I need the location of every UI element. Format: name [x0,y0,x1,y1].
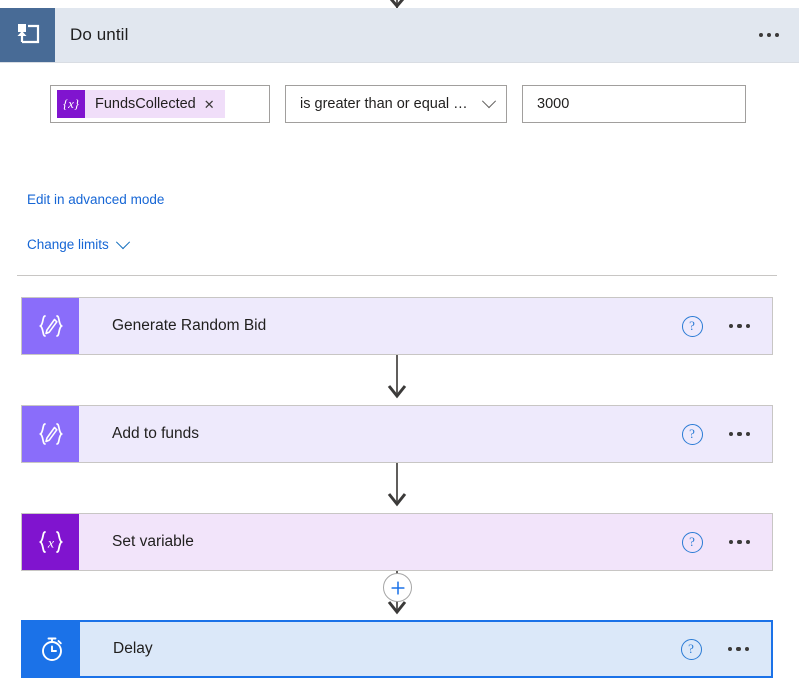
condition-left-operand-field[interactable]: {x} FundsCollected ✕ [50,85,270,123]
help-icon[interactable]: ? [680,638,702,660]
header-ellipsis-icon[interactable] [739,8,799,62]
insert-action-button[interactable] [383,573,412,602]
action-ellipsis-icon[interactable] [728,431,750,437]
action-title: Generate Random Bid [112,317,267,334]
variable-token-label: FundsCollected [95,96,196,112]
chevron-down-icon [115,234,130,249]
set-variable-braces-x-icon: x [22,514,79,570]
condition-operator-dropdown[interactable]: is greater than or equal … [285,85,507,123]
condition-operator-value: is greater than or equal … [300,96,468,112]
connector-arrow-3 [386,597,408,619]
svg-text:x: x [46,537,54,552]
action-card-set-variable[interactable]: x Set variable ? [21,513,773,571]
stopwatch-icon [23,622,80,676]
edit-advanced-mode-label: Edit in advanced mode [27,192,165,207]
remove-token-icon[interactable]: ✕ [203,96,215,112]
action-controls: ? [680,622,772,676]
connector-line-1 [396,355,398,395]
action-title: Delay [113,640,153,657]
chevron-down-icon [481,94,497,109]
do-until-loop-icon [0,8,55,62]
section-divider [17,275,777,276]
help-icon[interactable]: ? [681,423,703,445]
condition-row: {x} FundsCollected ✕ is greater than or … [0,63,799,123]
scope-body: {x} FundsCollected ✕ is greater than or … [0,63,799,678]
action-controls: ? [681,514,773,570]
incoming-connector-arrow [390,0,404,8]
connector-arrow-2 [386,489,408,511]
action-controls: ? [681,298,773,354]
compose-braces-pencil-icon [22,406,79,462]
action-card-delay[interactable]: Delay ? [21,620,773,678]
action-card-generate-random-bid[interactable]: Generate Random Bid ? [21,297,773,355]
edit-advanced-mode-link[interactable]: Edit in advanced mode [27,192,164,207]
compose-braces-pencil-icon [22,298,79,354]
action-controls: ? [681,406,773,462]
change-limits-label: Change limits [27,237,109,252]
action-card-add-to-funds[interactable]: Add to funds ? [21,405,773,463]
variable-token-chip-icon: {x} [57,90,85,118]
help-icon[interactable]: ? [681,315,703,337]
change-limits-link[interactable]: Change limits [27,234,130,252]
action-ellipsis-icon[interactable] [728,323,750,329]
variable-token[interactable]: {x} FundsCollected ✕ [57,90,225,118]
scope-header[interactable]: Do until [0,8,799,63]
action-title: Set variable [112,533,194,550]
help-icon[interactable]: ? [681,531,703,553]
action-title: Add to funds [112,425,200,442]
connector-line-2 [396,463,398,503]
connector-arrow-1 [386,381,408,403]
action-ellipsis-icon[interactable] [728,539,750,545]
condition-value-input[interactable]: 3000 [522,85,746,123]
action-ellipsis-icon[interactable] [727,646,749,652]
do-until-scope-card: Do until {x} FundsCollected ✕ is greater… [0,8,799,678]
page-title: Do until [70,25,129,44]
